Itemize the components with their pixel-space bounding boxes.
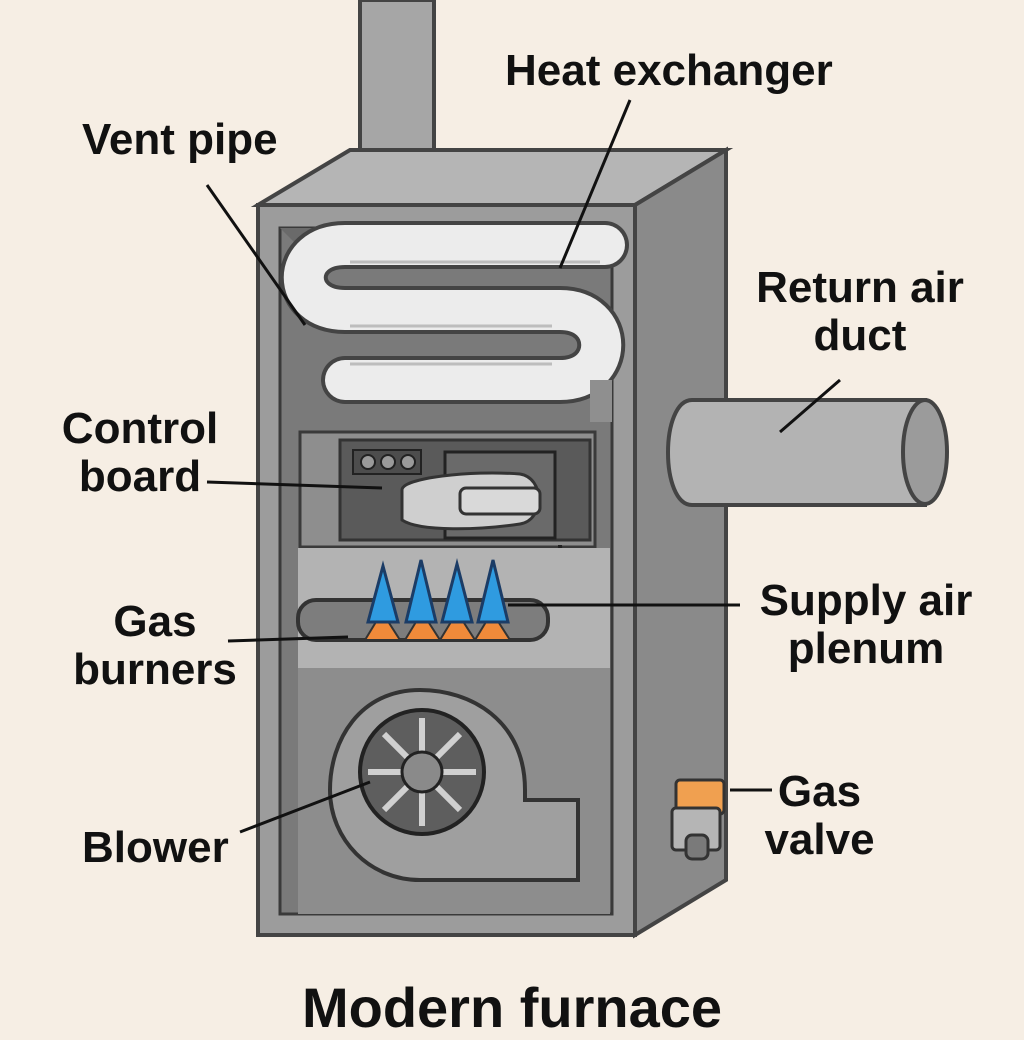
label-gas-valve: Gas valve	[764, 767, 875, 864]
label-vent-pipe: Vent pipe	[82, 115, 278, 164]
diagram-title: Modern furnace	[301, 976, 723, 1039]
label-gas-burners: Gas burners	[73, 597, 237, 694]
gas-burners	[296, 548, 610, 668]
burner-flames	[363, 558, 512, 641]
leader-lines	[205, 99, 841, 834]
return-air-duct	[666, 398, 949, 507]
label-heat-exchanger: Heat exchanger	[505, 46, 833, 95]
label-return-air-duct: Return air duct	[756, 263, 964, 360]
gas-valve	[670, 778, 726, 861]
control-board	[298, 430, 601, 584]
heat-exchanger	[279, 221, 629, 422]
label-supply-air-plenum: Supply air plenum	[759, 576, 973, 673]
label-control-board: Control board	[61, 404, 219, 501]
label-blower: Blower	[82, 823, 229, 872]
